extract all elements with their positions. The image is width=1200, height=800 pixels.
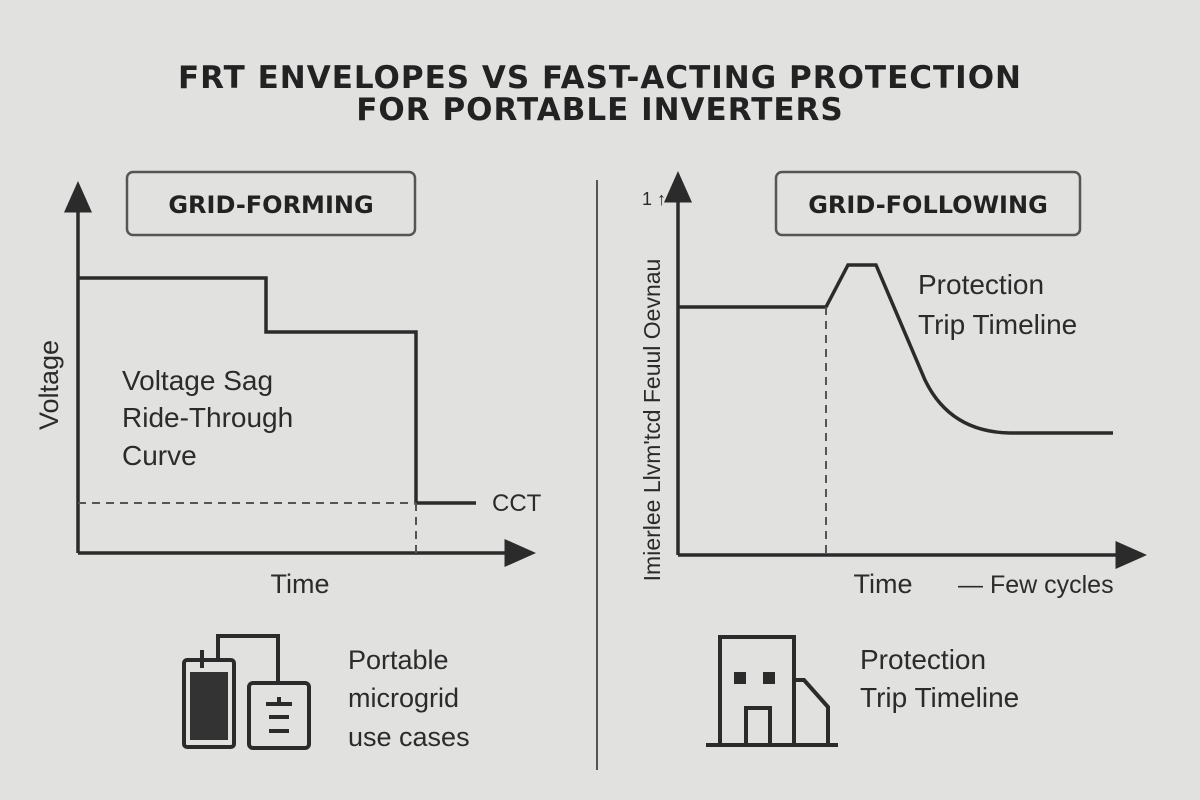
curve-label-line-1: Voltage Sag xyxy=(122,365,273,396)
ride-through-curve xyxy=(78,276,476,505)
grid-following-badge xyxy=(774,170,1082,237)
left-x-axis-label: Time xyxy=(271,569,330,599)
right-y-axis-marker: 1 ↑ xyxy=(642,189,666,209)
cct-label: CCT xyxy=(492,490,542,517)
grid-forming-badge-text: GRID-FORMING xyxy=(168,191,373,219)
caption-line-1: Portable xyxy=(348,645,449,675)
grid-forming-badge xyxy=(125,170,417,237)
title-line-2: FOR PORTABLE INVERTERS xyxy=(356,92,843,128)
grid-following-badge-text: GRID-FOLLOWING xyxy=(808,191,1048,219)
building-icon xyxy=(706,635,838,747)
battery-inverter-icon xyxy=(182,634,311,750)
curve-label-line-2: Ride-Through xyxy=(122,402,293,433)
protection-trip-curve xyxy=(678,263,1113,435)
title-line-1: FRT ENVELOPES VS FAST-ACTING PROTECTION xyxy=(178,60,1022,96)
caption-line-3: use cases xyxy=(348,722,470,752)
caption-line-2: microgrid xyxy=(348,683,459,713)
trip-curve-label-line-1: Protection xyxy=(918,269,1044,300)
left-y-axis-label: Voltage xyxy=(34,340,64,430)
curve-label-line-3: Curve xyxy=(122,440,197,471)
few-cycles-note: — Few cycles xyxy=(958,571,1114,599)
right-caption-line-1: Protection xyxy=(860,644,986,675)
left-panel: GRID-FORMING CCT Voltage Time Voltage Sa… xyxy=(34,170,542,752)
right-panel: GRID-FOLLOWING Imierlee Llvm'tcd Feuul O… xyxy=(639,170,1147,747)
right-y-axis-label: Imierlee Llvm'tcd Feuul Oevnau xyxy=(639,259,665,582)
trip-curve-label-line-2: Trip Timeline xyxy=(918,309,1077,340)
right-caption-line-2: Trip Timeline xyxy=(860,682,1019,713)
right-x-axis-label: Time xyxy=(854,569,913,599)
